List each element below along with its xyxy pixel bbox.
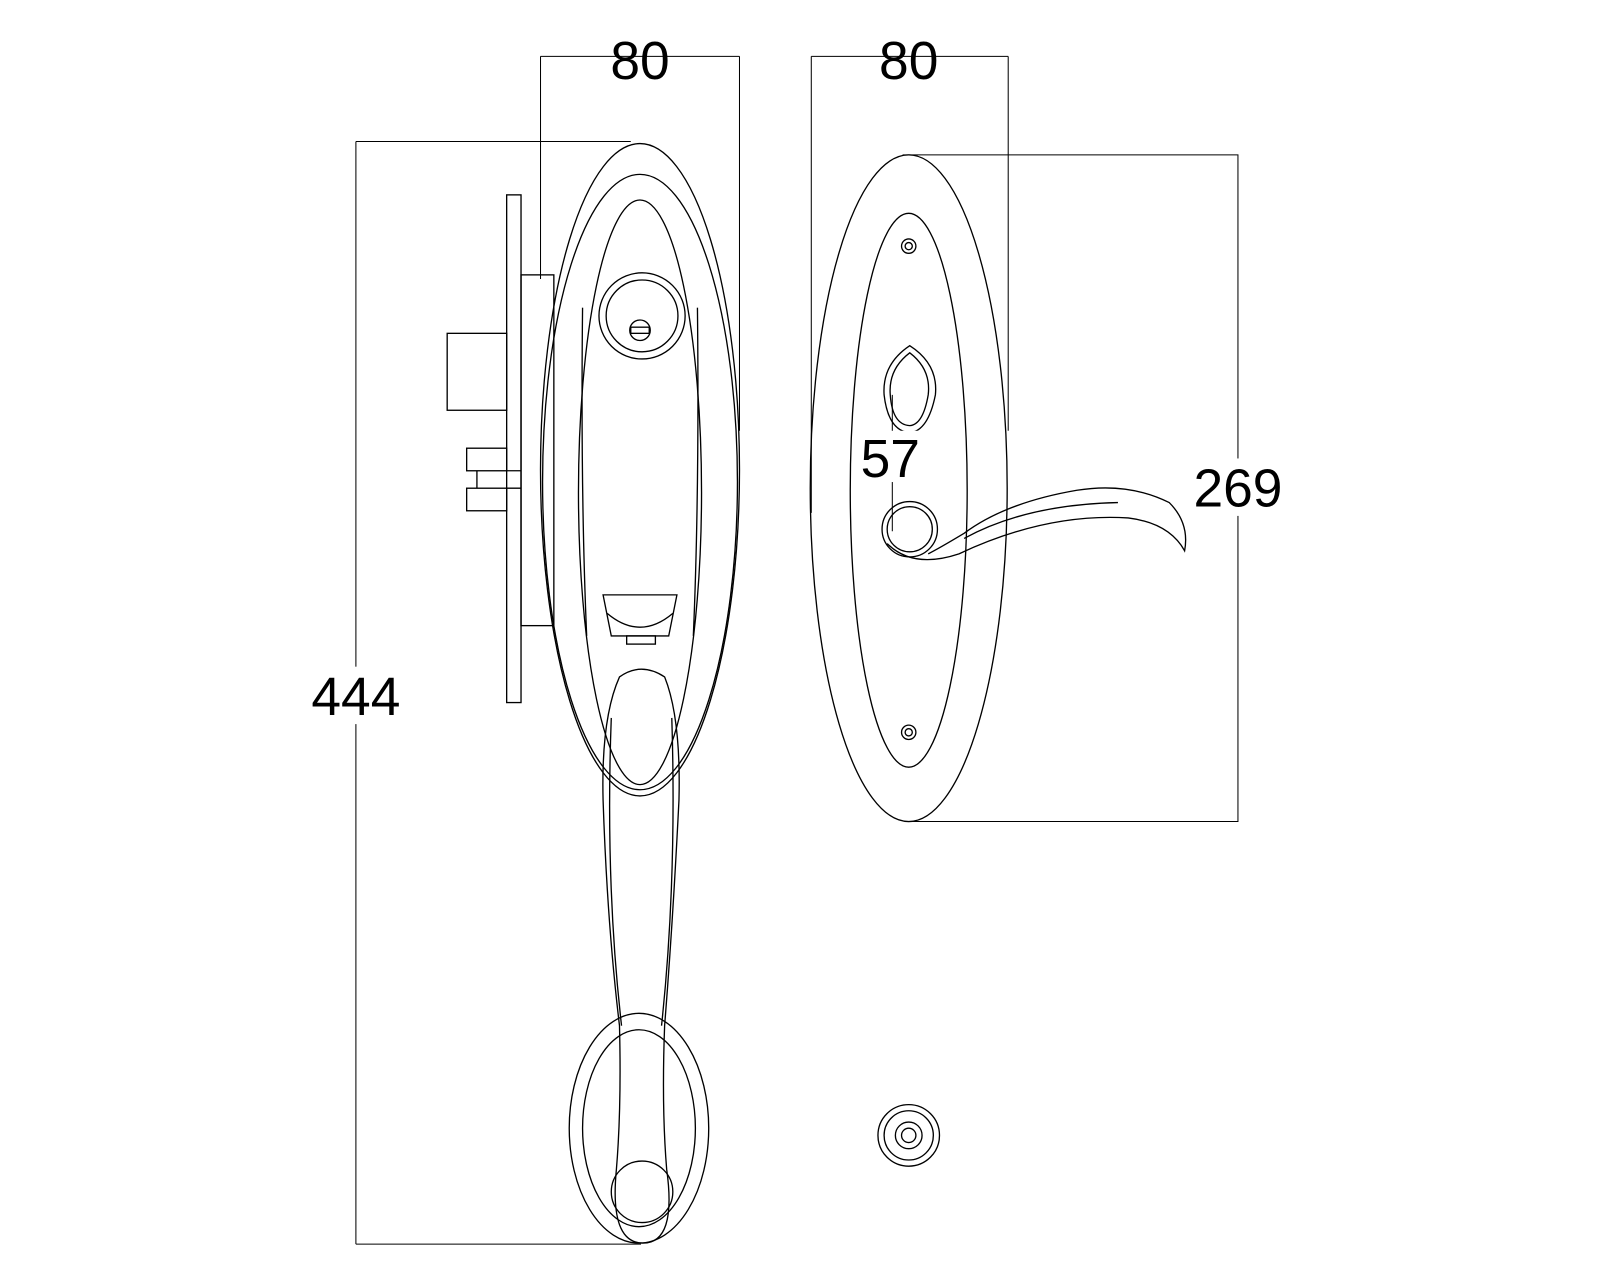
dimension-label-right-width: 80 [879,32,938,91]
dimension-label-center-distance: 57 [861,430,920,489]
door-stop-rosette [877,1103,941,1167]
interior-leverset: 80 269 57 [809,32,1292,1167]
dimension-right-width: 80 [810,32,1009,513]
grip-handle [602,668,680,1244]
exterior-handleset: 80 444 [307,32,741,1245]
dimension-left-width: 80 [540,32,740,431]
mortise-lock [446,194,555,704]
thumb-piece [602,594,678,645]
bottom-escutcheon-ring [568,1012,710,1244]
dimension-total-height: 444 [307,141,642,1245]
key-cylinder-icon [598,272,686,360]
lever-handle [881,487,1187,561]
dimension-label-escutcheon-height: 269 [1193,460,1282,519]
dimension-label-left-width: 80 [610,32,669,91]
dimension-escutcheon-height: 269 [902,154,1292,823]
thumbturn [883,344,937,434]
center-distance: 57 [857,394,924,532]
interior-escutcheon [809,154,1008,823]
exterior-escutcheon [539,142,741,797]
dimension-label-total-height: 444 [311,668,400,727]
